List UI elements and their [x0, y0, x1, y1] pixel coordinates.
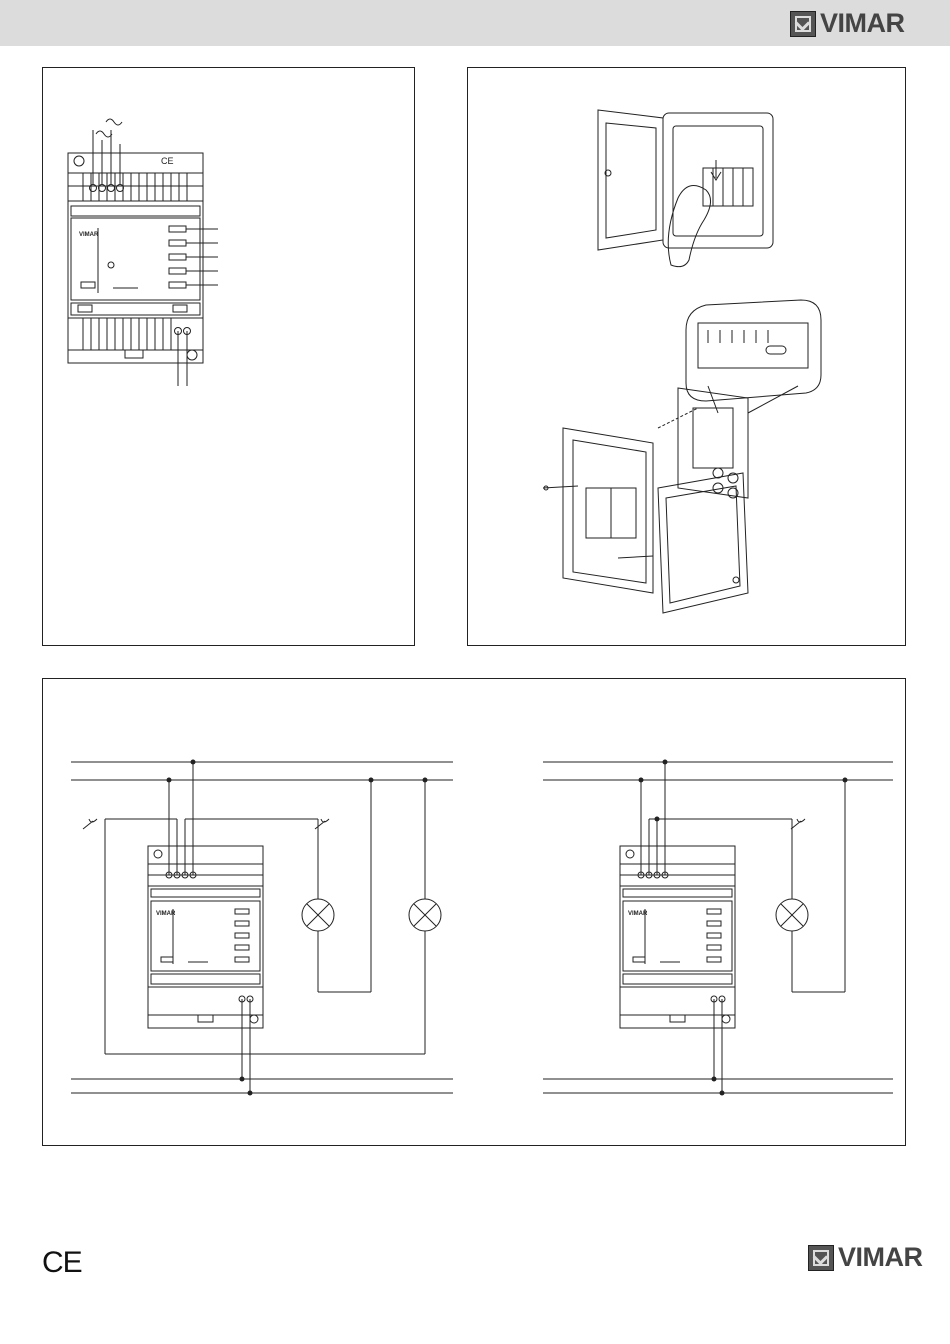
- device-brand-label: VIMAR: [79, 232, 99, 238]
- device-terminals-drawing: VIMAR CE: [43, 68, 416, 647]
- device-terminals-panel: VIMAR CE: [42, 67, 415, 646]
- wiring-diagrams-drawing: VIMAR VIMAR: [43, 679, 907, 1147]
- footer-ce-mark: CE: [42, 1246, 82, 1280]
- header-logo: VIMAR: [790, 10, 905, 37]
- wiring-diagrams-panel: VIMAR VIMAR: [42, 678, 906, 1146]
- enclosure-installation-panel: [467, 67, 906, 646]
- device-ce-label: CE: [161, 156, 174, 166]
- diagram-right-device-brand: VIMAR: [628, 911, 648, 917]
- vimar-logo-icon: [790, 11, 816, 37]
- footer-brand: VIMAR: [838, 1244, 923, 1271]
- enclosure-installation-drawing: [468, 68, 907, 647]
- header-brand: VIMAR: [820, 10, 905, 37]
- diagram-left-device-brand: VIMAR: [156, 911, 176, 917]
- vimar-logo-icon: [808, 1245, 834, 1271]
- footer-logo: VIMAR: [808, 1244, 923, 1271]
